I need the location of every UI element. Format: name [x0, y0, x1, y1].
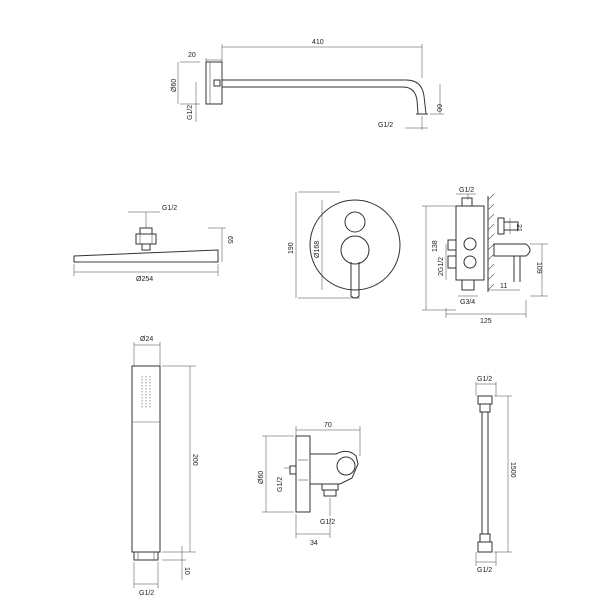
hose-thread-top-label: G1/2	[477, 376, 492, 383]
arm-offset-label: 20	[188, 52, 196, 59]
diverter-knob	[344, 211, 366, 233]
side-dim-11-label: 11	[500, 283, 507, 290]
shower-head-drawing: G1/2 65 Ø254	[73, 205, 233, 283]
wall-flange	[205, 61, 223, 105]
head-height-label: 65	[226, 236, 233, 244]
mixer-front-drawing: 190 Ø168	[288, 191, 401, 299]
side-lever	[493, 243, 531, 257]
arm-thread-right-label: G1/2	[378, 122, 393, 129]
side-width-label: 125	[480, 318, 492, 325]
wall-outlet-drawing: 70 Ø60 G1/2 G1/2 34	[258, 422, 361, 547]
side-height-138-label: 138	[432, 240, 439, 252]
mixer-plate	[309, 199, 401, 291]
arm-drop-label: 60	[435, 104, 442, 112]
hand-tail-label: 10	[183, 567, 190, 575]
outlet-width-label: 70	[324, 422, 332, 429]
outlet-flange	[295, 435, 311, 513]
mixer-side-drawing: G1/2 21 138 2G1/2 109 11 G3/4 125	[422, 187, 548, 325]
head-diameter-label: Ø254	[136, 276, 153, 283]
hose-thread-bottom-label: G1/2	[477, 567, 492, 574]
mixer-diameter-label: Ø168	[314, 241, 321, 258]
hose-nut-top	[477, 395, 493, 405]
valve-port-circle	[463, 237, 477, 251]
hose-drawing: G1/2 1500 G1/2	[475, 376, 516, 574]
mixer-handle-base	[340, 235, 370, 265]
side-height-109-label: 109	[535, 262, 542, 274]
outlet-thread-bottom-label: G1/2	[320, 519, 335, 526]
arm-pipe-bottom	[222, 86, 419, 115]
outlet-depth-label: 34	[310, 540, 318, 547]
head-connector	[135, 233, 157, 245]
diverter-stem	[497, 217, 505, 235]
arm-thread-left-label: G1/2	[187, 105, 194, 120]
side-thread-bottom-label: G3/4	[460, 299, 475, 306]
arm-diameter-label: Ø60	[171, 79, 178, 92]
head-thread-label: G1/2	[162, 205, 177, 212]
shower-arm-drawing: 410 20 Ø60 G1/2 G1/2 60	[171, 39, 444, 130]
head-plate	[73, 249, 219, 263]
hose-body	[481, 411, 489, 535]
hand-length-label: 200	[191, 454, 198, 466]
arm-pipe-top	[222, 79, 427, 115]
valve-body	[455, 205, 485, 281]
side-thread-side-label: 2G1/2	[438, 257, 445, 276]
outlet-diameter-label: Ø60	[258, 471, 265, 484]
outlet-thread-bottom	[323, 489, 337, 497]
mixer-lever	[350, 262, 360, 299]
hose-nut-bottom	[477, 541, 493, 553]
hand-shower-drawing: Ø24 200 10 G1/2	[131, 336, 198, 597]
hand-shower-body	[131, 365, 161, 553]
arm-length-label: 410	[312, 39, 324, 46]
outlet-thread-left-label: G1/2	[277, 477, 284, 492]
spray-nozzles	[141, 376, 151, 408]
outlet-holder	[310, 450, 359, 485]
side-thread-top-label: G1/2	[459, 187, 474, 194]
hand-thread-label: G1/2	[139, 590, 154, 597]
hose-length-label: 1500	[509, 462, 516, 478]
mixer-height-label: 190	[288, 242, 295, 254]
hand-diameter-label: Ø24	[140, 336, 153, 343]
side-depth-right-label: 21	[515, 224, 522, 232]
arm-nut	[213, 79, 221, 87]
